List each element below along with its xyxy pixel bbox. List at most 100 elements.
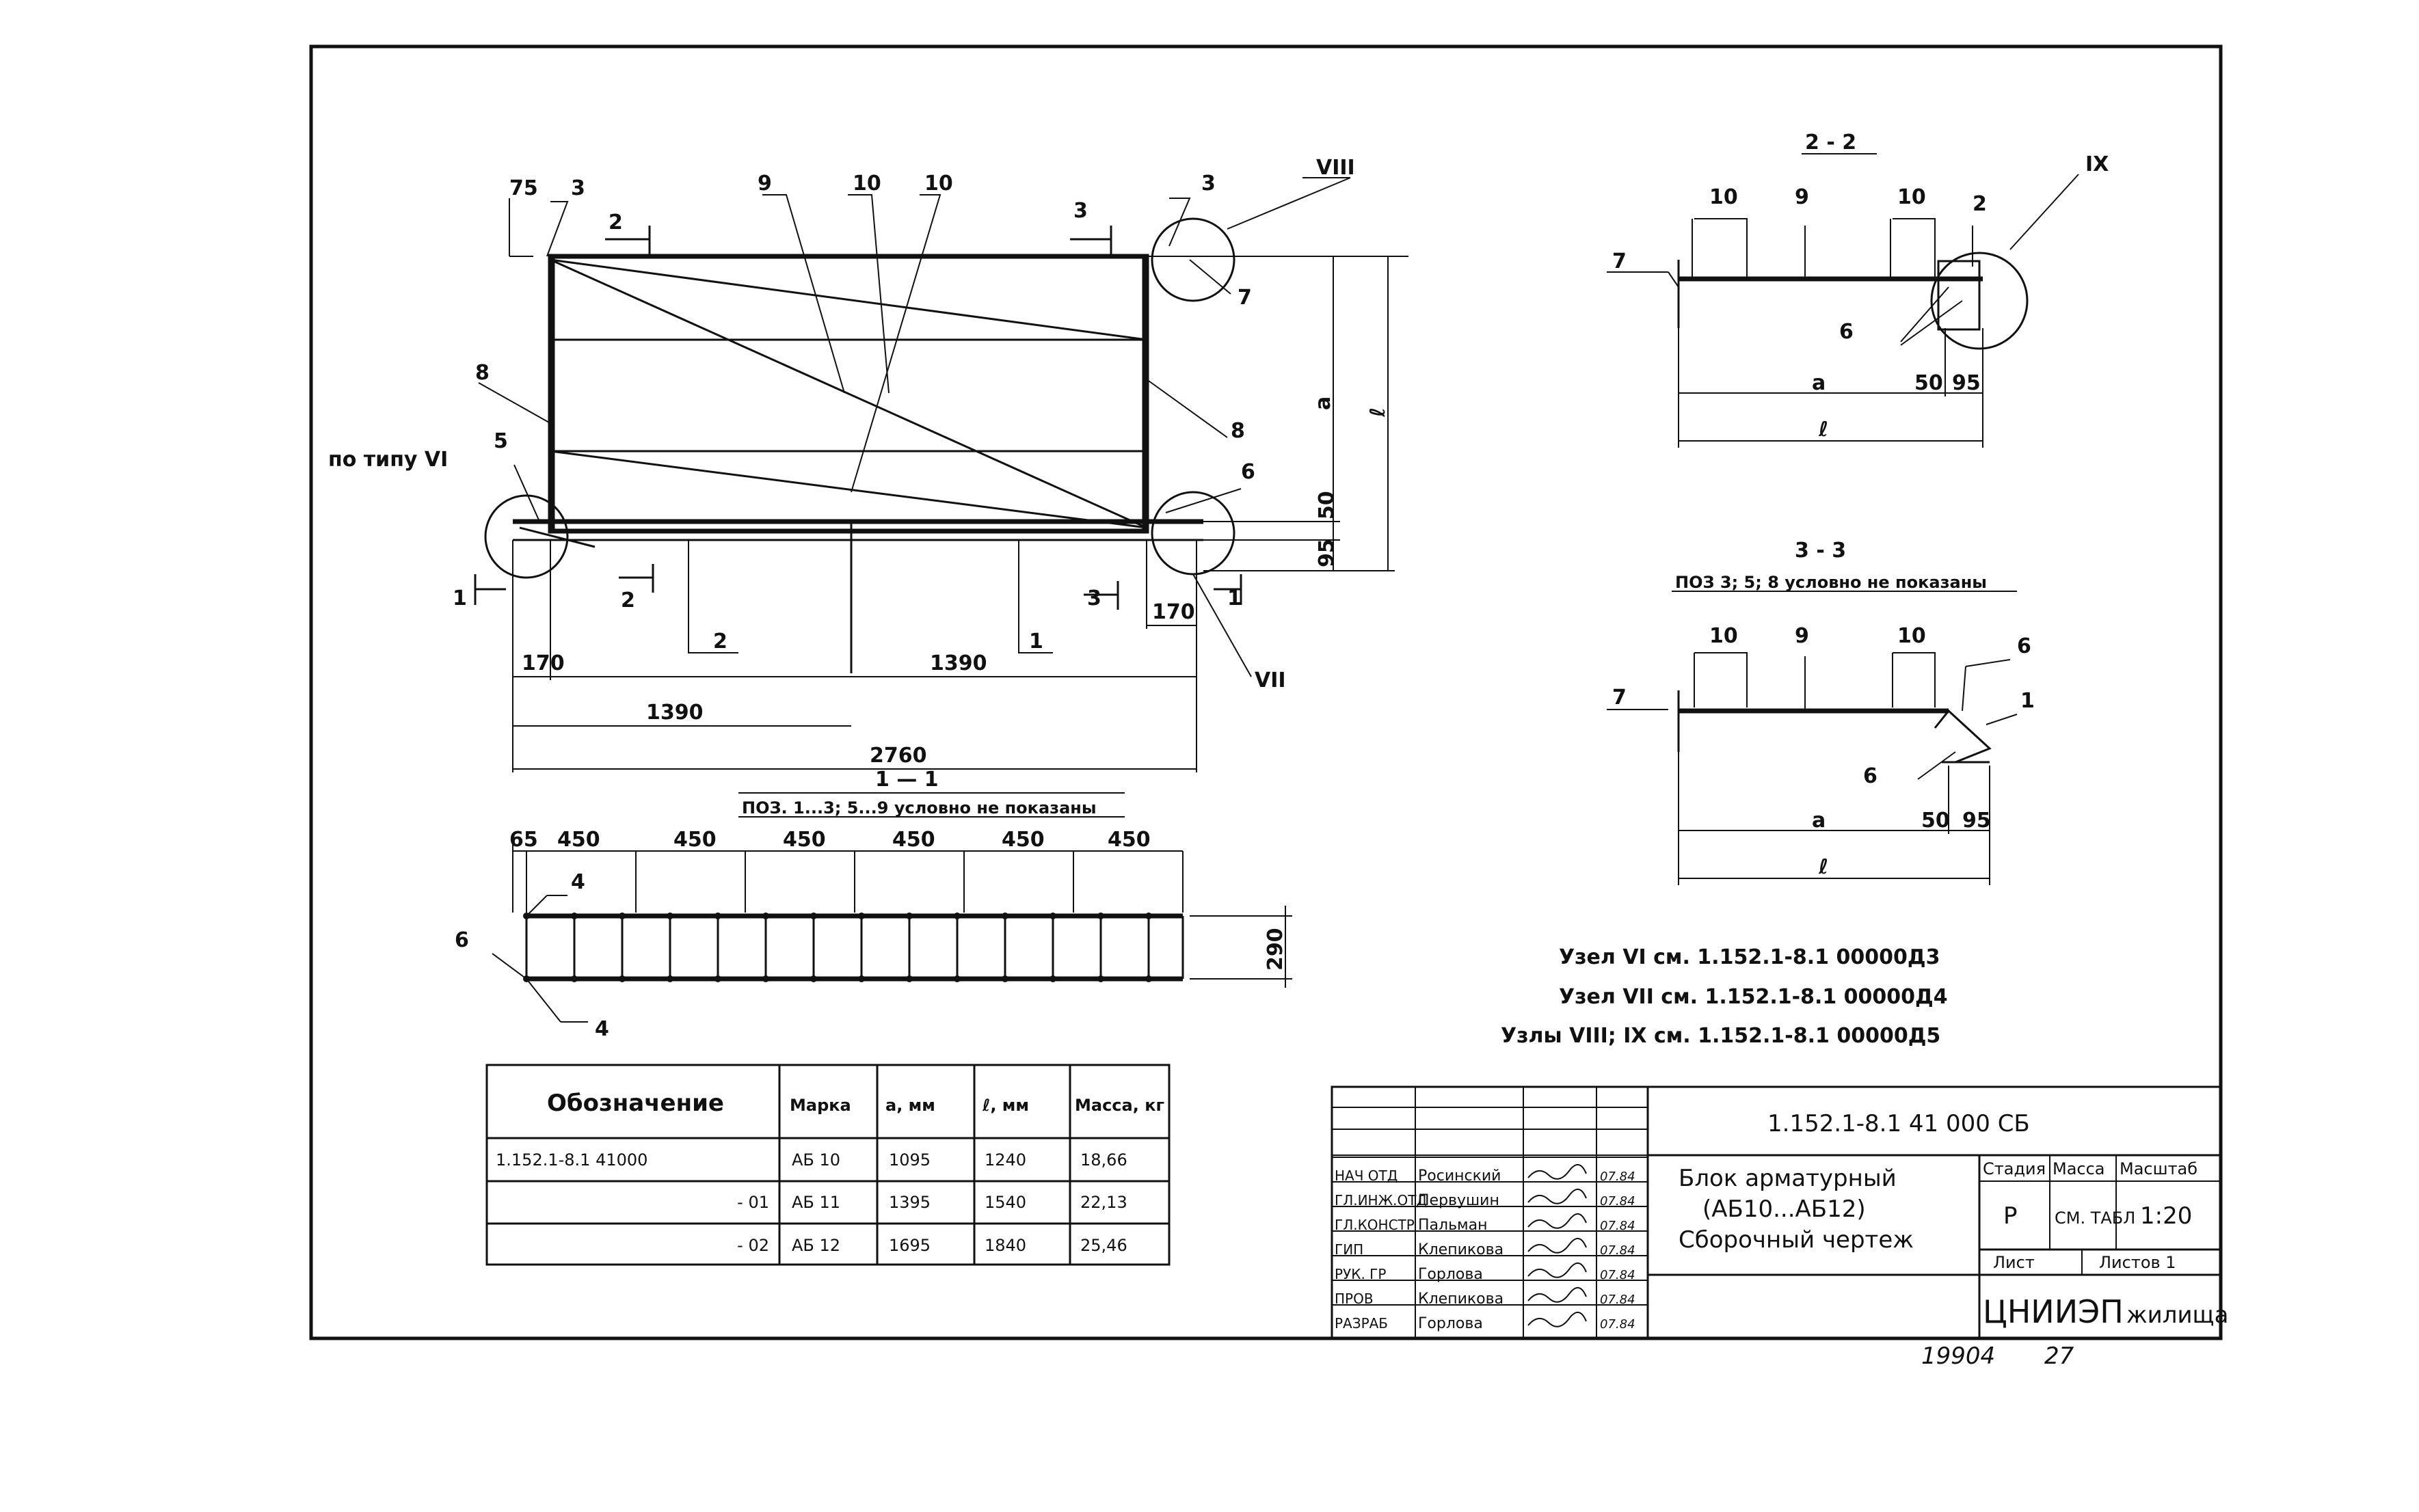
rebar-dot bbox=[762, 975, 769, 982]
sec22-dim-l: ℓ bbox=[1818, 418, 1828, 442]
sec22-callout-10b: 10 bbox=[1897, 185, 1926, 209]
section-mark-2-top: 2 bbox=[609, 211, 623, 234]
footer-inv-number: 19904 bbox=[1921, 1342, 1995, 1370]
spec-cell: АБ 12 bbox=[792, 1236, 840, 1255]
sec11-dim-450-6: 450 bbox=[1108, 828, 1151, 852]
node-vii-label: VII bbox=[1255, 669, 1286, 692]
rebar-dot bbox=[667, 975, 673, 982]
plan-view: 75 170 170 1390 1390 2760 50 95 a ℓ 3 9 … bbox=[328, 156, 1408, 772]
node-ref-viii-ix: Узлы VIII; IX см. 1.152.1-8.1 00000Д5 bbox=[1501, 1024, 1940, 1048]
spec-cell: 25,46 bbox=[1080, 1236, 1127, 1255]
rebar-dot bbox=[906, 975, 913, 982]
stamp-title-line-1: Блок арматурный bbox=[1679, 1165, 1897, 1192]
node-viii-label: VIII bbox=[1316, 156, 1355, 180]
callout-3-right: 3 bbox=[1201, 172, 1216, 195]
sec11-dim-450-2: 450 bbox=[673, 828, 717, 852]
spec-cell-designation: - 01 bbox=[737, 1193, 769, 1212]
rebar-dot bbox=[619, 913, 626, 919]
section-mark-1-right: 1 bbox=[1227, 586, 1242, 610]
dim-2760: 2760 bbox=[870, 744, 927, 768]
spec-cell: 22,13 bbox=[1080, 1193, 1127, 1212]
dim-170-right: 170 bbox=[1152, 600, 1195, 624]
dim-1390-left: 1390 bbox=[646, 701, 704, 725]
callout-2: 2 bbox=[713, 630, 727, 653]
section-1-1-title: 1 — 1 bbox=[875, 768, 939, 792]
rebar-dot bbox=[1145, 913, 1152, 919]
rebar-dot bbox=[954, 913, 961, 919]
sec11-dim-290: 290 bbox=[1264, 928, 1287, 971]
spec-cell: 1095 bbox=[889, 1150, 931, 1170]
sec33-dim-a: a bbox=[1812, 809, 1826, 833]
rebar-dot bbox=[1002, 975, 1008, 982]
callout-10-b: 10 bbox=[924, 172, 953, 195]
stamp-name: Горлова bbox=[1418, 1315, 1483, 1332]
callout-6: 6 bbox=[1241, 460, 1255, 484]
rebar-dot bbox=[810, 975, 817, 982]
sec22-dim-a: a bbox=[1812, 371, 1826, 395]
spec-cell: 1240 bbox=[985, 1150, 1026, 1170]
signature-scribble bbox=[1527, 1312, 1587, 1327]
sec11-callout-4-top: 4 bbox=[571, 870, 585, 894]
callout-1: 1 bbox=[1029, 630, 1043, 653]
sec11-dim-65: 65 bbox=[509, 828, 538, 852]
rebar-dot bbox=[906, 913, 913, 919]
node-ref-vi: Узел VI см. 1.152.1-8.1 00000Д3 bbox=[1559, 945, 1940, 969]
section-mark-3-top: 3 bbox=[1073, 199, 1088, 223]
rungs bbox=[523, 913, 1152, 982]
spec-header-designation: Обозначение bbox=[547, 1090, 724, 1117]
stamp-scale: 1:20 bbox=[2140, 1202, 2192, 1230]
dim-1390-right: 1390 bbox=[930, 651, 987, 675]
rebar-dot bbox=[1050, 913, 1056, 919]
signature-scribble bbox=[1527, 1263, 1587, 1278]
stamp-code: 1.152.1-8.1 41 000 СБ bbox=[1767, 1110, 2030, 1137]
sec11-dim-450-4: 450 bbox=[892, 828, 935, 852]
stamp-title-line-2: (АБ10...АБ12) bbox=[1702, 1196, 1866, 1223]
stamp-date: 07.84 bbox=[1600, 1194, 1635, 1209]
stamp-date: 07.84 bbox=[1600, 1170, 1635, 1184]
callout-5: 5 bbox=[494, 429, 508, 453]
rebar-dot bbox=[954, 975, 961, 982]
sec33-dim-50: 50 bbox=[1921, 809, 1950, 833]
section-1-1-note: ПОЗ. 1...3; 5...9 условно не показаны bbox=[742, 798, 1097, 818]
stamp-date: 07.84 bbox=[1600, 1243, 1635, 1258]
stamp-stage-label: Стадия bbox=[1983, 1159, 2046, 1178]
rebar-dot bbox=[619, 975, 626, 982]
sec33-dim-l: ℓ bbox=[1818, 855, 1828, 879]
section-3-3: 3 - 3 ПОЗ 3; 5; 8 условно не показаны 10… bbox=[1607, 539, 2035, 885]
signature-scribble bbox=[1527, 1238, 1587, 1254]
sec33-callout-7: 7 bbox=[1612, 686, 1627, 710]
rebar-dot bbox=[858, 913, 865, 919]
rebar-dot bbox=[1002, 913, 1008, 919]
sec33-dim-95: 95 bbox=[1962, 809, 1991, 833]
stamp-date: 07.84 bbox=[1600, 1293, 1635, 1307]
section-mark-3-bottom: 3 bbox=[1087, 586, 1101, 610]
sec11-dim-450-5: 450 bbox=[1002, 828, 1045, 852]
rebar-dot bbox=[1097, 913, 1104, 919]
dim-50: 50 bbox=[1315, 491, 1339, 519]
sec11-callout-4-bottom: 4 bbox=[595, 1017, 609, 1041]
section-mark-2-bottom: 2 bbox=[621, 589, 635, 612]
spec-cell: 1695 bbox=[889, 1236, 931, 1255]
spec-header-a: a, мм bbox=[885, 1096, 935, 1115]
callout-3-left: 3 bbox=[571, 176, 585, 200]
section-3-3-note: ПОЗ 3; 5; 8 условно не показаны bbox=[1675, 573, 1987, 592]
callout-8-right: 8 bbox=[1231, 419, 1245, 443]
sec33-callout-9: 9 bbox=[1795, 624, 1809, 648]
stamp-mass-label: Масса bbox=[2053, 1159, 2105, 1178]
sec33-callout-1: 1 bbox=[2020, 689, 2035, 713]
sec11-callout-6: 6 bbox=[455, 928, 469, 952]
spec-cell: 1540 bbox=[985, 1193, 1026, 1212]
signature-scribble bbox=[1527, 1213, 1587, 1229]
stamp-mass: СМ. ТАБЛ bbox=[2055, 1209, 2135, 1228]
node-references: Узел VI см. 1.152.1-8.1 00000Д3 Узел VII… bbox=[1501, 945, 1948, 1048]
sec22-callout-10a: 10 bbox=[1709, 185, 1738, 209]
section-3-3-title: 3 - 3 bbox=[1795, 539, 1846, 563]
sec33-callout-6a: 6 bbox=[2017, 634, 2031, 658]
rebar-dot bbox=[1050, 975, 1056, 982]
signature-scribble bbox=[1527, 1287, 1587, 1303]
rebar-dot bbox=[858, 975, 865, 982]
spec-cell-designation: - 02 bbox=[737, 1236, 769, 1255]
dim-l: ℓ bbox=[1366, 407, 1390, 418]
